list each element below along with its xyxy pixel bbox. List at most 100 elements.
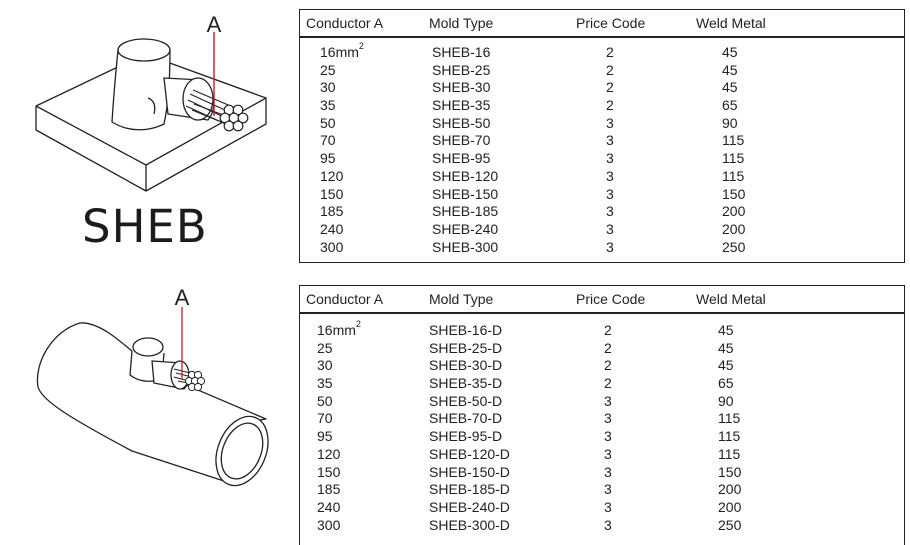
cell-price: 3: [606, 185, 614, 202]
flat-plate-mold-illustration: A: [35, 12, 267, 192]
header-conductor: Conductor A: [306, 15, 384, 31]
cell-conductor: 150: [317, 463, 341, 480]
cell-weld: 45: [718, 357, 734, 374]
header-weld-metal: Weld Metal: [696, 15, 766, 31]
cell-conductor: 185: [320, 203, 344, 220]
cell-price: 3: [606, 132, 614, 149]
header-weld-metal: Weld Metal: [696, 291, 766, 307]
cell-weld: 90: [718, 392, 734, 409]
cell-mold: SHEB-35-D: [429, 375, 503, 392]
cell-price: 2: [606, 79, 614, 96]
cell-price: 2: [606, 44, 614, 60]
header-mold-type: Mold Type: [429, 291, 494, 307]
product-label: SHEB: [82, 200, 208, 253]
cell-weld: 200: [722, 203, 746, 220]
cell-mold: SHEB-185-D: [429, 481, 510, 498]
cell-conductor: 95: [317, 428, 333, 445]
cell-weld: 200: [722, 220, 746, 237]
cell-conductor: 120: [320, 167, 344, 184]
cell-mold: SHEB-30-D: [429, 357, 503, 374]
callout-label-bottom: A: [175, 285, 190, 310]
header-price-code: Price Code: [576, 291, 646, 307]
cell-weld: 250: [722, 238, 746, 255]
cell-conductor: 120: [317, 445, 341, 462]
cell-mold: SHEB-35: [432, 97, 491, 114]
cell-mold: SHEB-50: [432, 114, 491, 131]
mold-table-pipe: Conductor A Mold Type Price Code Weld Me…: [299, 285, 905, 545]
cell-weld: 150: [722, 185, 746, 202]
cell-price: 3: [604, 481, 612, 498]
cell-price: 2: [604, 375, 612, 392]
header-conductor: Conductor A: [306, 291, 384, 307]
cell-weld: 115: [718, 445, 741, 462]
cell-price: 2: [604, 322, 612, 338]
cell-mold: SHEB-300-D: [429, 516, 510, 533]
cell-weld: 150: [718, 463, 742, 480]
cell-conductor: 95: [320, 150, 336, 167]
table-header: Conductor A Mold Type Price Code Weld Me…: [300, 286, 904, 314]
cell-conductor: 35: [317, 375, 333, 392]
cell-weld: 65: [718, 375, 734, 392]
cell-mold: SHEB-30: [432, 79, 491, 96]
callout-label-top: A: [207, 12, 222, 37]
cell-conductor: 185: [317, 481, 341, 498]
cell-weld: 45: [718, 339, 734, 356]
cell-price: 3: [606, 220, 614, 237]
cell-price: 3: [604, 428, 612, 445]
cell-mold: SHEB-25-D: [429, 339, 503, 356]
cell-price: 3: [604, 392, 612, 409]
cell-weld: 115: [718, 428, 741, 445]
cell-price: 2: [604, 339, 612, 356]
cell-weld: 90: [722, 114, 738, 131]
table-header: Conductor A Mold Type Price Code Weld Me…: [300, 10, 904, 38]
cell-mold: SHEB-16: [432, 44, 491, 60]
cell-mold: SHEB-25: [432, 61, 491, 78]
cell-price: 3: [606, 167, 614, 184]
cell-weld: 200: [718, 498, 742, 515]
cell-conductor: 25: [317, 339, 333, 356]
table-row: 25 SHEB-25-D 2 45: [300, 340, 904, 358]
cell-conductor: 35: [320, 97, 336, 114]
cell-mold: SHEB-240-D: [429, 498, 510, 515]
pipe-mold-illustration: A: [36, 285, 269, 487]
cell-weld: 45: [722, 61, 738, 78]
cell-price: 3: [606, 114, 614, 131]
cell-conductor: 30: [317, 357, 333, 374]
cell-mold: SHEB-240: [432, 220, 499, 237]
cell-conductor: 50: [317, 392, 333, 409]
cell-mold: SHEB-300: [432, 238, 499, 255]
cell-conductor: 300: [317, 516, 341, 533]
cell-weld: 115: [718, 410, 741, 427]
header-price-code: Price Code: [576, 15, 646, 31]
cell-conductor: 240: [317, 498, 341, 515]
cell-mold: SHEB-70-D: [429, 410, 503, 427]
cell-mold: SHEB-120-D: [429, 445, 510, 462]
cell-weld: 115: [722, 167, 745, 184]
cell-price: 3: [604, 463, 612, 480]
cell-mold: SHEB-120: [432, 167, 499, 184]
table-row: 120 SHEB-120 3 115: [300, 168, 904, 186]
cell-conductor: 150: [320, 185, 344, 202]
mold-table-plate: Conductor A Mold Type Price Code Weld Me…: [299, 9, 905, 263]
cell-mold: SHEB-150-D: [429, 463, 510, 480]
cell-mold: SHEB-150: [432, 185, 499, 202]
cell-weld: 65: [722, 97, 738, 114]
